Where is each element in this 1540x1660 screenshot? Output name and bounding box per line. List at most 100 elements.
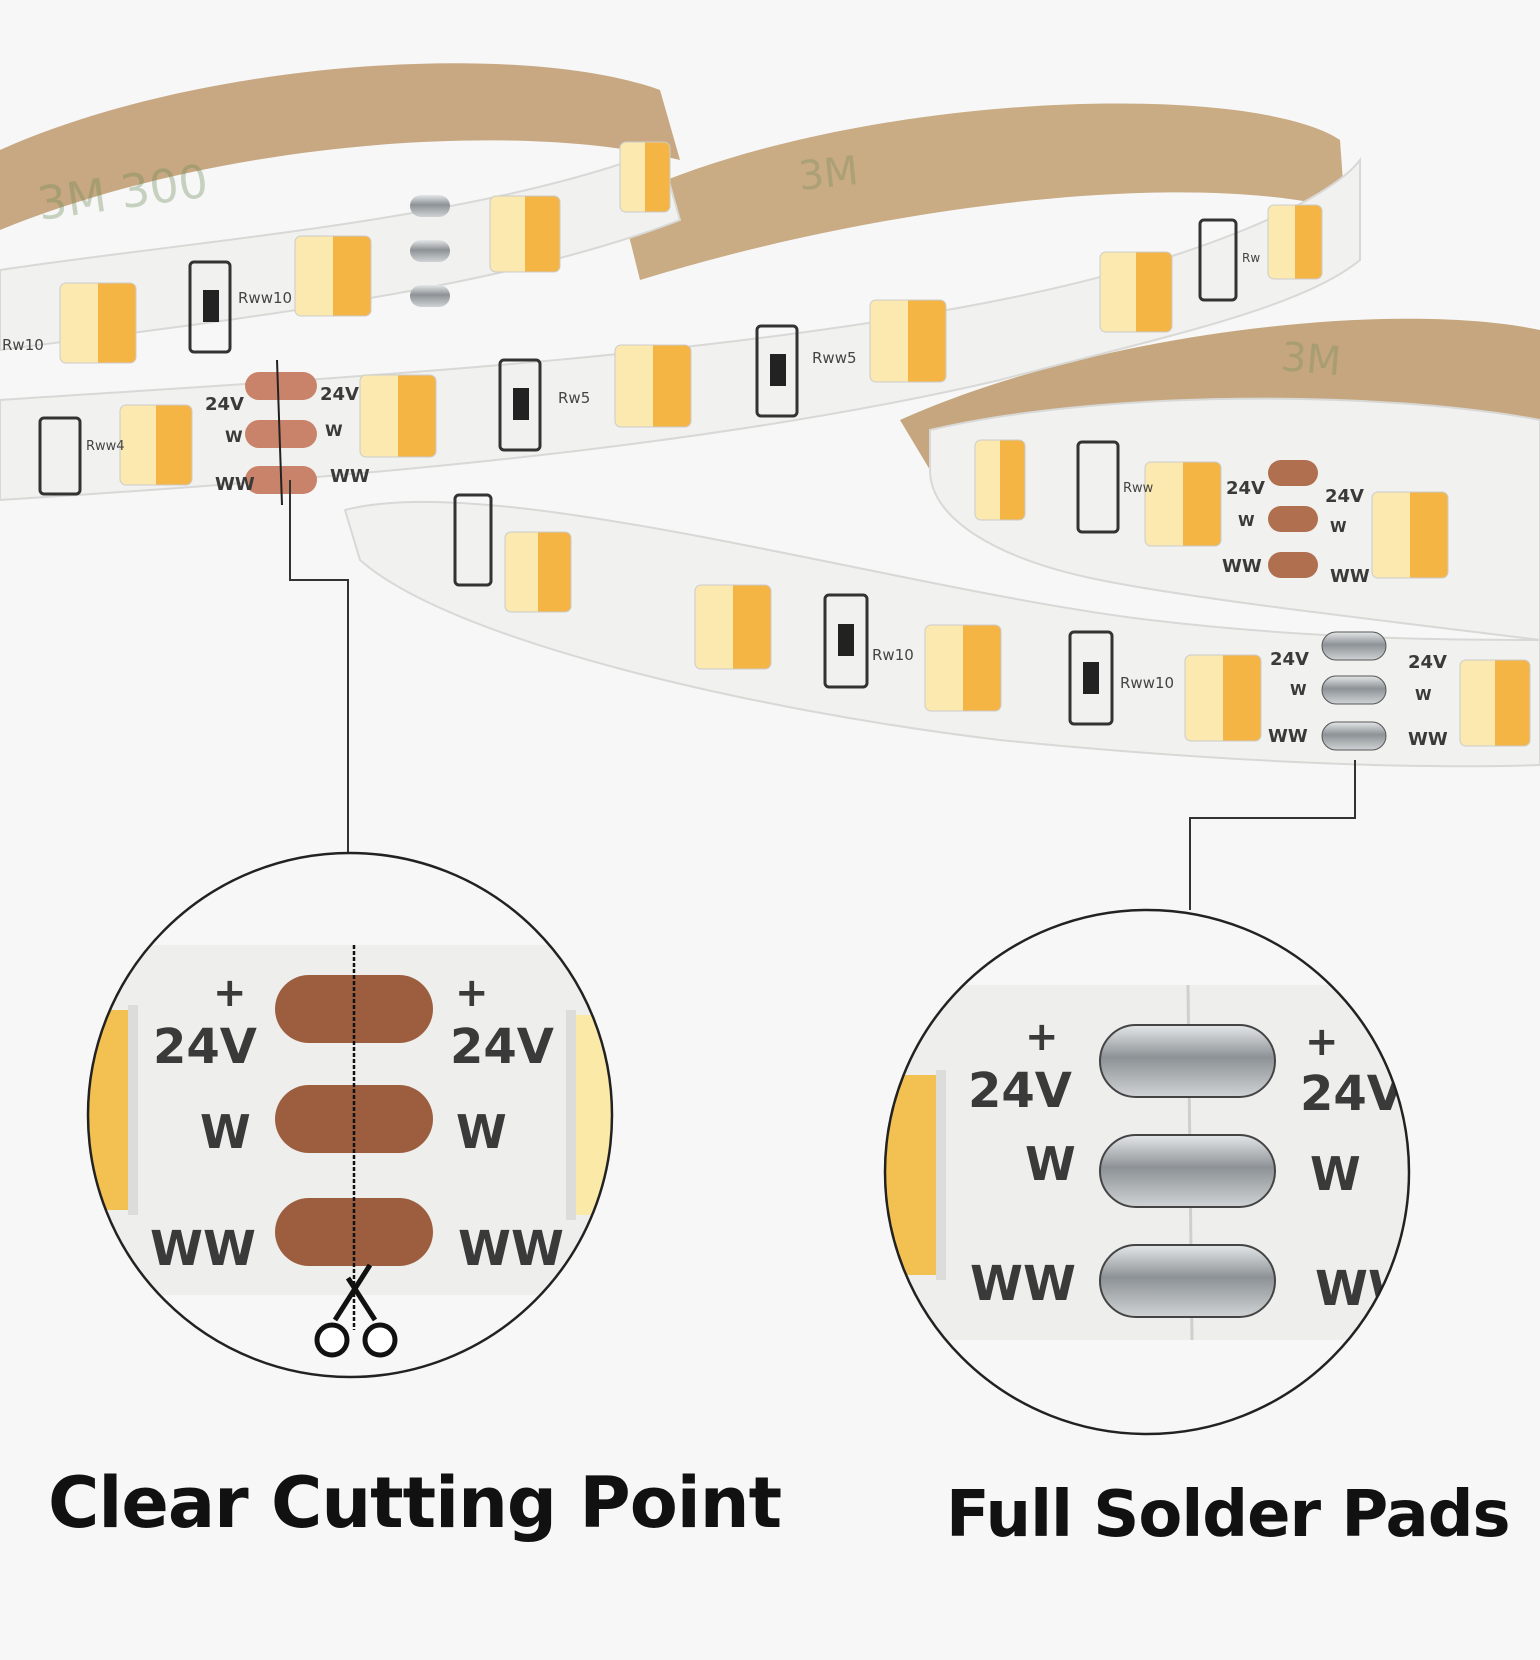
resistor-body [203,290,219,322]
caption-solder-pads: Full Solder Pads [946,1478,1511,1552]
solder-pad [1099,1134,1276,1208]
resistor [453,493,493,587]
led-chip [504,531,572,613]
led-chip [869,299,947,383]
resistor-label: Rw [1242,251,1260,265]
resistor [1068,630,1114,726]
led-chip [694,584,772,670]
led-edge [885,1075,938,1275]
svg-text:3M: 3M [1279,334,1343,385]
pad-label: 24V [205,394,244,415]
pad-label: 24V [1226,478,1265,499]
pad-label: WW [1315,1261,1421,1317]
cut-line [276,359,283,506]
led-chip [294,235,372,317]
led-strip-top: Rww10 Rw10 [0,141,682,364]
pad-label: 24V [1325,486,1364,507]
led-chip [614,344,692,428]
solder-pad [1099,1024,1276,1098]
pad-label: W [1310,1147,1361,1201]
resistor [188,260,232,354]
solder-pad [1099,1244,1276,1318]
led-chip [924,624,1002,712]
led-chip [59,282,137,364]
resistor-label: Rw10 [872,646,914,664]
pad-label: W [456,1105,507,1159]
copper-pad [245,372,317,400]
pad-label: W [1415,686,1432,704]
solder-pad [410,285,450,307]
svg-text:3M: 3M [796,148,860,200]
zoom-circle-solder: + 24V W WW + 24V W WW [883,908,1440,1436]
resistor-body [513,388,529,420]
pad-label: WW [150,1221,256,1277]
copper-pad [1268,460,1318,486]
solder-pad [410,195,450,217]
pad-label: W [200,1105,251,1159]
led-chip [489,195,561,273]
pad-label: 24V [968,1063,1072,1119]
zoom-circle-cutting: + 24V W WW + 24V W WW [86,851,614,1379]
resistor-label: Rww5 [812,349,857,367]
led-strip-right: Rww 24V W WW 24V W WW [929,397,1540,642]
pad-label: 24V [1408,652,1447,673]
copper-pad [1268,552,1318,578]
resistor [755,324,799,418]
pad-label: W [1290,681,1307,699]
led-chip [1371,491,1449,579]
led-chip [119,404,193,486]
pad-label: 24V [153,1019,257,1075]
scissors-icon [314,1263,398,1358]
pad-label: + [1025,1014,1059,1060]
solder-pad [1321,675,1387,705]
pad-label: 24V [1270,649,1309,670]
leader-line-cutting [289,480,349,852]
led-chip [1184,654,1262,742]
pad-label: 24V [1300,1066,1404,1122]
pad-label: W [1238,512,1255,530]
pad-label: WW [458,1221,564,1277]
resistor-label: Rww4 [86,439,125,454]
resistor-label: Rww10 [1120,674,1174,692]
led-chip [1144,461,1222,547]
led-chip [1267,204,1323,280]
resistor-label: Rww10 [238,289,292,307]
solder-pad [410,240,450,262]
solder-pad [1321,721,1387,751]
caption-cutting-point: Clear Cutting Point [48,1462,782,1544]
pad-label: WW [970,1256,1076,1312]
led-edge [575,1015,612,1215]
resistor-label: Rw10 [2,336,44,354]
pad-label: 24V [450,1019,554,1075]
led-edge [1410,1060,1440,1260]
led-chip [1459,659,1531,747]
pad-label: WW [1268,726,1308,747]
copper-pad [1268,506,1318,532]
pad-label: W [1330,518,1347,536]
led-chip [359,374,437,458]
resistor [1076,440,1120,534]
resistor [38,416,82,496]
led-chip [1099,251,1173,333]
resistor [823,593,869,689]
resistor-body [1083,662,1099,694]
pad-label: W [325,421,343,440]
pad-label: WW [1408,729,1448,750]
resistor-body [770,354,786,386]
resistor-body [838,624,854,656]
pad-label: WW [1330,566,1370,587]
pad-label: + [1305,1019,1339,1065]
led-chip [974,439,1026,521]
resistor [1198,218,1238,302]
pad-label: + [213,970,247,1016]
pad-label: WW [215,474,255,495]
resistor-label: Rww [1123,481,1154,496]
resistor [498,358,542,452]
pad-label: W [1025,1137,1076,1191]
pad-label: + [455,970,489,1016]
resistor-label: Rw5 [558,389,590,407]
pad-label: WW [1222,556,1262,577]
solder-pad [1321,631,1387,661]
pad-label: W [225,427,243,446]
